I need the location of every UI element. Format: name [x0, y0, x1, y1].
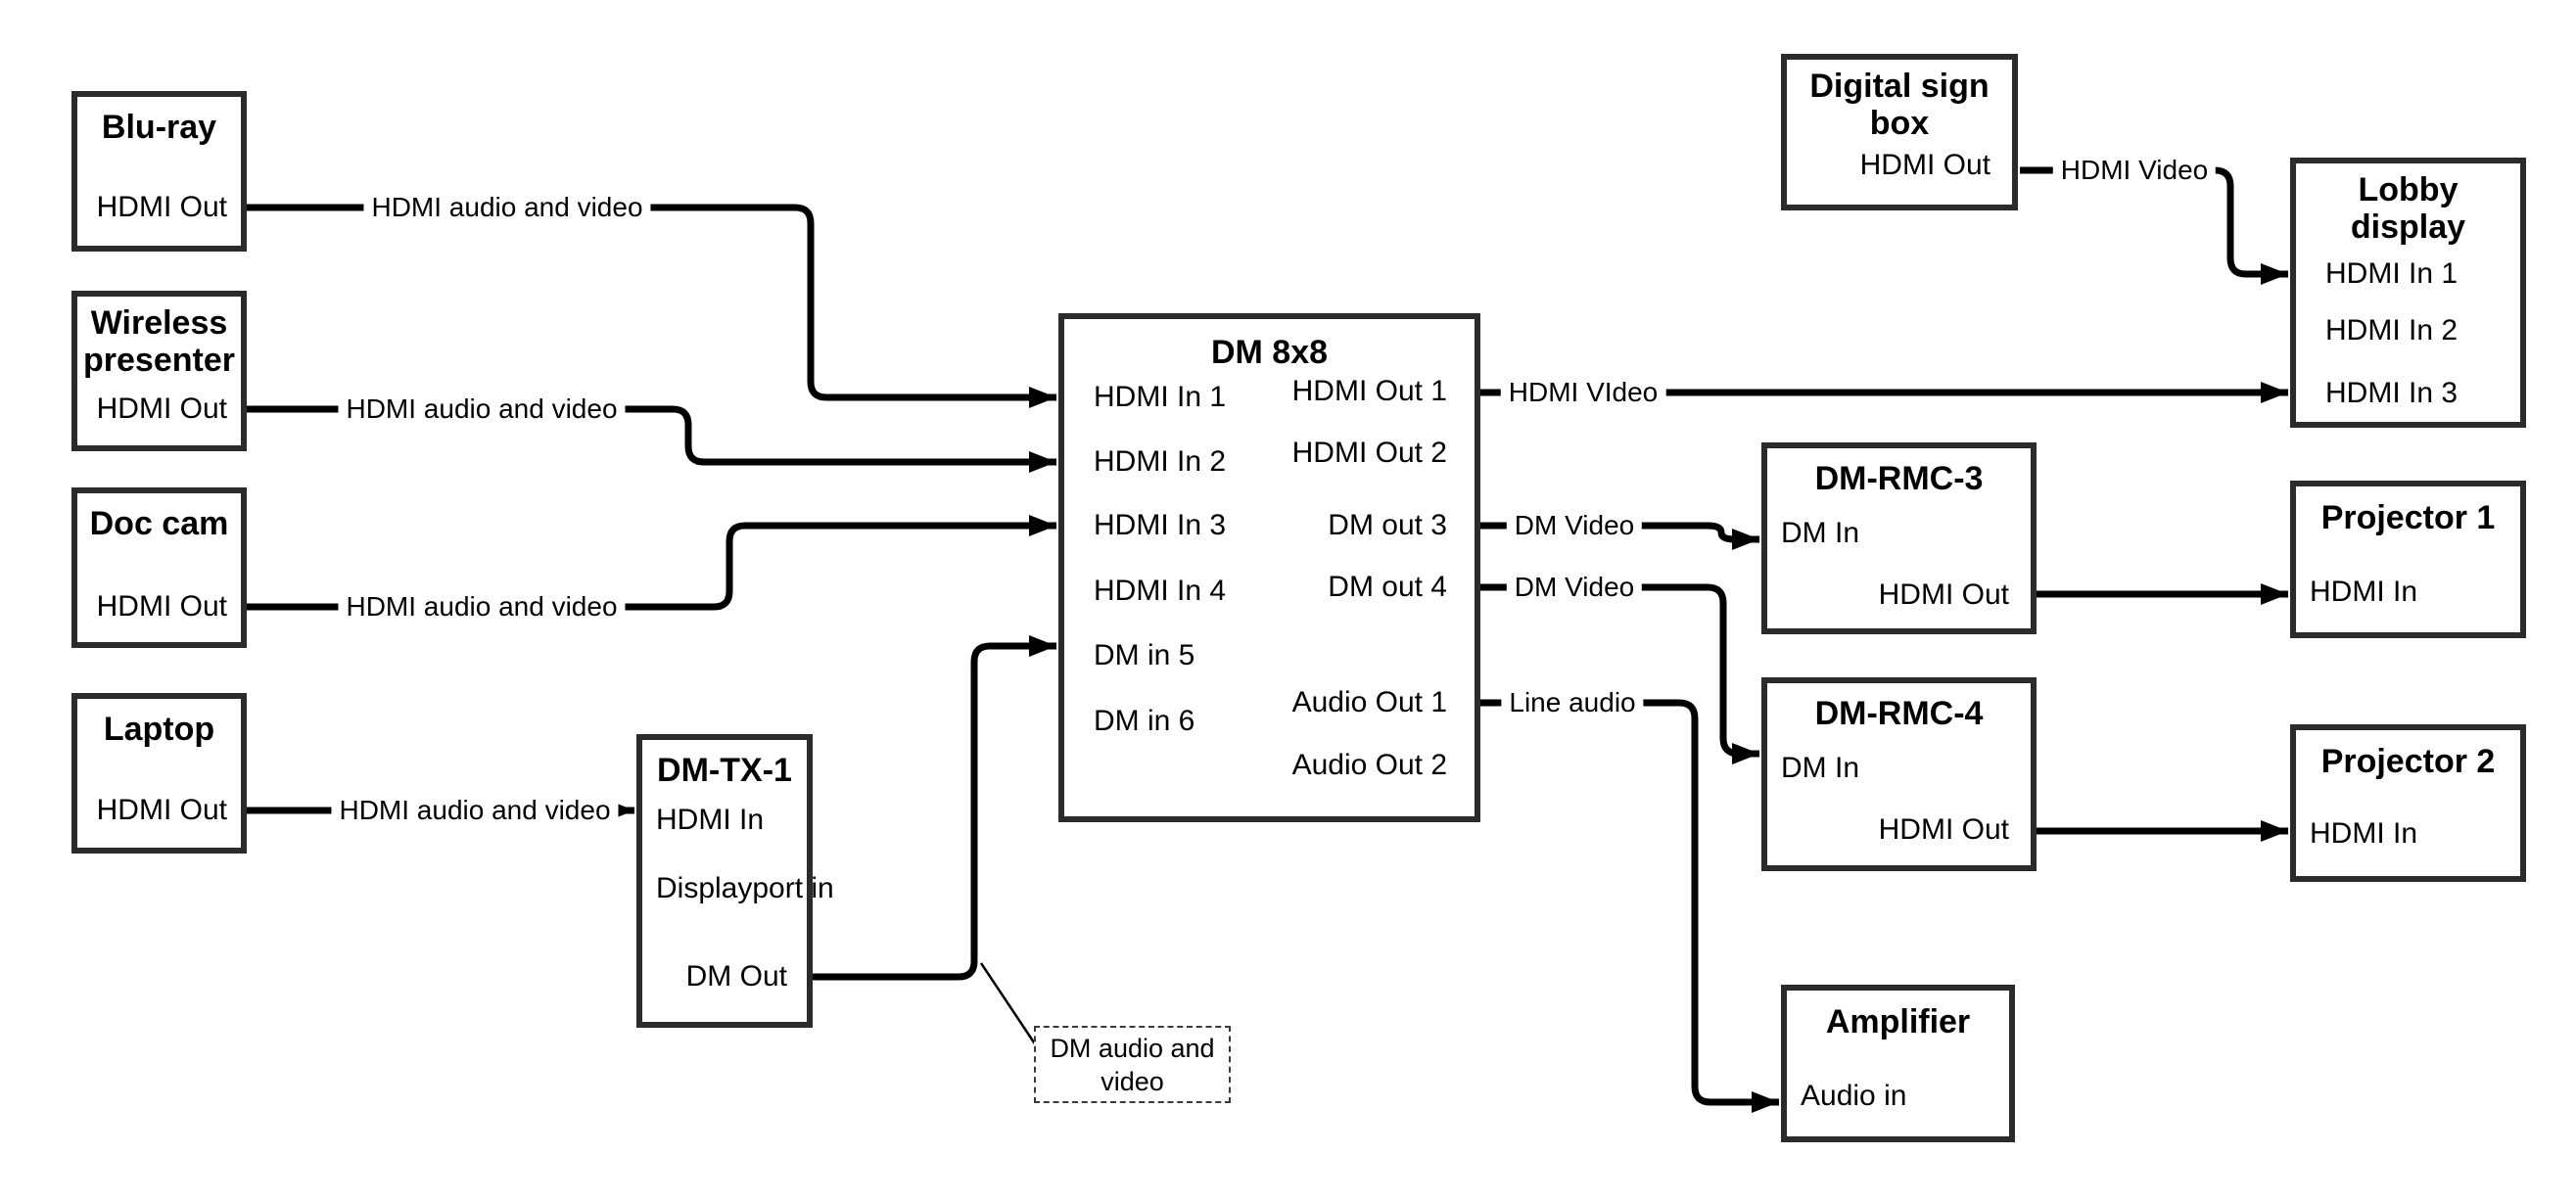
node-title: Laptop: [103, 711, 215, 748]
node-dm-rmc-3: DM-RMC-3 DM In HDMI Out: [1761, 442, 2037, 634]
node-doc-cam: Doc cam HDMI Out: [71, 487, 247, 648]
port-audio-out-1: Audio Out 1: [1291, 686, 1447, 718]
wire-dm8x8-audio1-to-amplifier: [1480, 699, 1779, 1113]
node-dm-tx-1: DM-TX-1 HDMI In Displayport in DM Out: [636, 734, 834, 1028]
port-hdmi-out: HDMI Out: [96, 191, 227, 223]
port-hdmi-in-2: HDMI In 2: [1094, 445, 1227, 478]
port-dm-in-5: DM in 5: [1094, 639, 1195, 671]
port-displayport-in: Displayport in: [656, 872, 834, 904]
port-hdmi-in-2: HDMI In 2: [2325, 314, 2459, 346]
port-hdmi-in: HDMI In: [2310, 817, 2418, 850]
port-hdmi-out: HDMI Out: [1859, 149, 1991, 181]
node-title: Projector 1: [2320, 499, 2496, 536]
wire-label: DM Video: [1506, 572, 1643, 603]
port-hdmi-out: HDMI Out: [1878, 578, 2009, 611]
node-title: Doc cam: [89, 505, 229, 542]
node-bluray: Blu-ray HDMI Out: [71, 91, 247, 252]
port-hdmi-out: HDMI Out: [96, 393, 227, 425]
node-digital-sign-box: Digital sign box HDMI Out: [1781, 54, 2018, 210]
node-laptop: Laptop HDMI Out: [71, 693, 247, 854]
wire-label: HDMI audio and video: [331, 795, 619, 826]
node-dm-rmc-4: DM-RMC-4 DM In HDMI Out: [1761, 677, 2037, 871]
node-title: DM-TX-1: [657, 752, 792, 789]
wire-label: HDMI audio and video: [338, 591, 626, 623]
note-callout-line: [979, 962, 1038, 1046]
node-title: DM 8x8: [1210, 334, 1329, 371]
port-dm-in: DM In: [1781, 752, 1860, 784]
wire-bluray-to-dm8x8-in1: [247, 204, 1056, 408]
port-hdmi-in: HDMI In: [2310, 576, 2418, 608]
node-title: Projector 2: [2320, 743, 2496, 780]
port-hdmi-in: HDMI In: [656, 804, 765, 836]
port-dm-out-4: DM out 4: [1328, 571, 1447, 603]
wire-label: DM Video: [1506, 510, 1643, 541]
node-title: Amplifier: [1825, 1003, 1971, 1040]
port-hdmi-out-1: HDMI Out 1: [1291, 375, 1447, 407]
port-dm-out: DM Out: [685, 960, 787, 993]
port-dm-in: DM In: [1781, 517, 1860, 549]
node-title: Wireless presenter: [83, 304, 235, 379]
node-amplifier: Amplifier Audio in: [1781, 985, 2015, 1142]
port-dm-in-6: DM in 6: [1094, 705, 1195, 737]
port-audio-out-2: Audio Out 2: [1291, 749, 1447, 781]
node-dm-8x8: DM 8x8 HDMI In 1 HDMI In 2 HDMI In 3 HDM…: [1058, 313, 1480, 822]
port-hdmi-out: HDMI Out: [96, 794, 227, 826]
wire-label: Line audio: [1501, 687, 1644, 718]
node-lobby-display: Lobby display HDMI In 1 HDMI In 2 HDMI I…: [2290, 158, 2526, 428]
wire-digitalsign-to-lobby-in1: [2020, 166, 2288, 285]
port-hdmi-in-1: HDMI In 1: [2325, 257, 2459, 290]
annotation-dm-audio-and-video: DM audio and video: [1034, 1026, 1231, 1103]
wire-dmtx1-to-dm8x8-in5: [813, 635, 1056, 981]
port-hdmi-in-4: HDMI In 4: [1094, 575, 1227, 607]
port-dm-out-3: DM out 3: [1328, 509, 1447, 541]
wire-label: HDMI audio and video: [363, 192, 651, 223]
wire-wireless-to-dm8x8-in2: [247, 405, 1056, 473]
node-wireless-presenter: Wireless presenter HDMI Out: [71, 291, 247, 451]
node-projector-1: Projector 1 HDMI In: [2290, 481, 2526, 638]
wire-label: HDMI VIdeo: [1500, 377, 1666, 408]
node-title: DM-RMC-4: [1814, 695, 1984, 732]
wire-label: HDMI Video: [2052, 155, 2217, 186]
port-hdmi-out: HDMI Out: [96, 590, 227, 623]
node-title: Digital sign box: [1809, 68, 1990, 142]
port-hdmi-out: HDMI Out: [1878, 813, 2009, 846]
wire-label: HDMI audio and video: [338, 393, 626, 425]
wire-dm8x8-out3-to-dmrmc3: [1480, 522, 1759, 550]
port-hdmi-in-1: HDMI In 1: [1094, 381, 1227, 413]
wire-doccam-to-dm8x8-in3: [247, 515, 1056, 611]
node-title: DM-RMC-3: [1814, 460, 1984, 497]
port-audio-in: Audio in: [1801, 1080, 1907, 1112]
port-hdmi-in-3: HDMI In 3: [2325, 377, 2459, 409]
node-projector-2: Projector 2 HDMI In: [2290, 724, 2526, 882]
port-hdmi-in-3: HDMI In 3: [1094, 509, 1227, 541]
node-title: Blu-ray: [101, 109, 217, 146]
node-title: Lobby display: [2350, 171, 2466, 246]
port-hdmi-out-2: HDMI Out 2: [1291, 437, 1447, 469]
wire-dm8x8-out4-to-dmrmc4: [1480, 583, 1759, 764]
